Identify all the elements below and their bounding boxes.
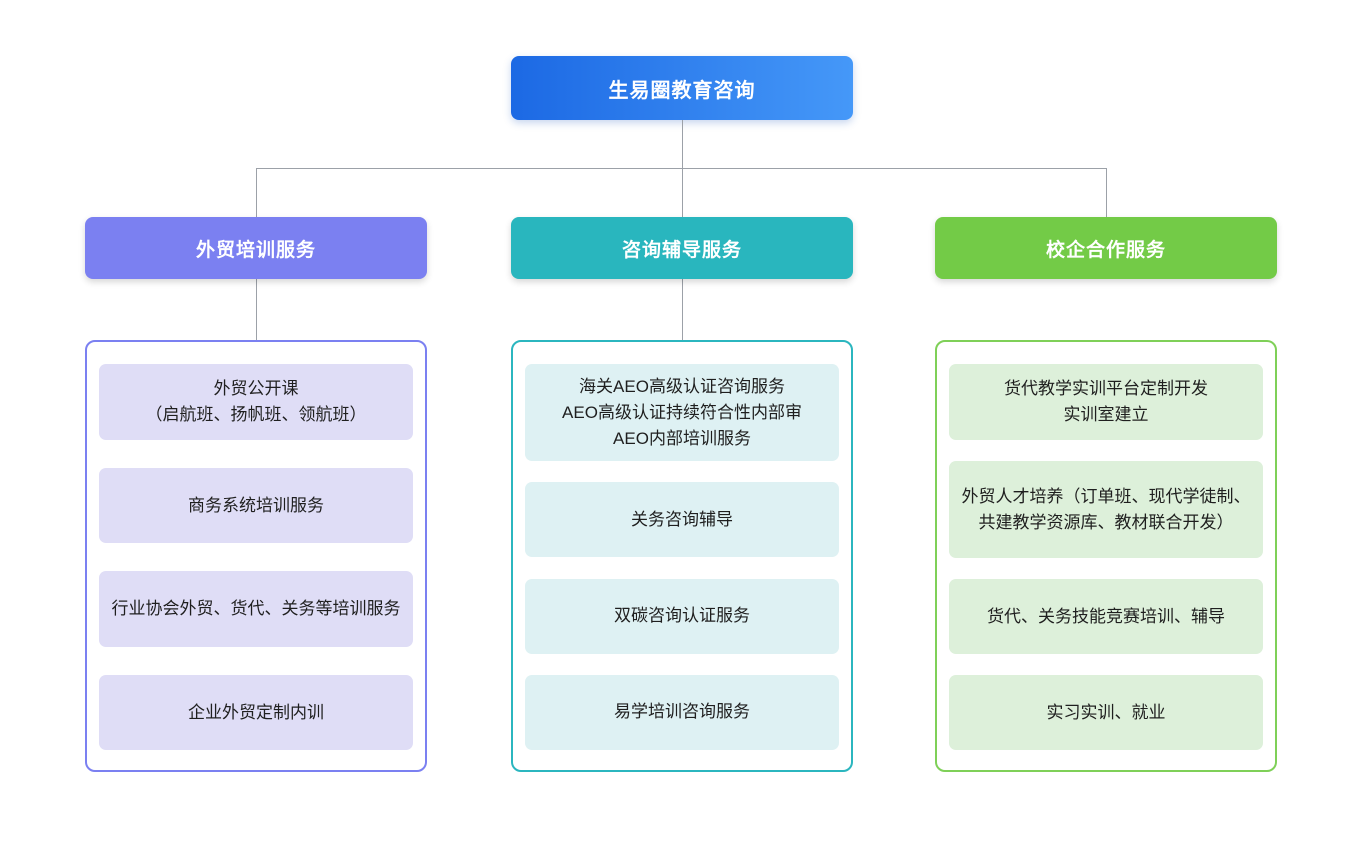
service-item: 货代、关务技能竞赛培训、辅导: [949, 579, 1263, 654]
service-item: 外贸公开课 （启航班、扬帆班、领航班）: [99, 364, 413, 440]
root-node-label: 生易圈教育咨询: [608, 79, 756, 102]
service-item: 企业外贸定制内训: [99, 675, 413, 750]
connector-header-container-1: [256, 279, 257, 340]
connector-header-container-2: [682, 279, 683, 340]
root-node: 生易圈教育咨询: [511, 56, 853, 120]
branch-container-3: 货代教学实训平台定制开发 实训室建立 外贸人才培养（订单班、现代学徒制、共建教学…: [935, 340, 1277, 772]
service-item: 双碳咨询认证服务: [525, 578, 839, 654]
service-item: 实习实训、就业: [949, 675, 1263, 750]
service-item: 商务系统培训服务: [99, 468, 413, 543]
connector-root-down: [682, 120, 683, 168]
connector-drop-branch-1: [256, 168, 257, 217]
connector-drop-branch-3: [1106, 168, 1107, 217]
branch-header-label: 外贸培训服务: [195, 239, 316, 261]
branch-header-2: 咨询辅导服务: [511, 217, 853, 279]
connector-drop-branch-2: [682, 168, 683, 217]
connector-horizontal: [256, 168, 1106, 169]
branch-header-label: 咨询辅导服务: [621, 239, 742, 261]
branch-container-2: 海关AEO高级认证咨询服务 AEO高级认证持续符合性内部审 AEO内部培训服务 …: [511, 340, 853, 772]
branch-header-label: 校企合作服务: [1045, 239, 1166, 261]
branch-header-1: 外贸培训服务: [85, 217, 427, 279]
service-item: 货代教学实训平台定制开发 实训室建立: [949, 364, 1263, 440]
service-item: 外贸人才培养（订单班、现代学徒制、共建教学资源库、教材联合开发）: [949, 461, 1263, 558]
service-item: 海关AEO高级认证咨询服务 AEO高级认证持续符合性内部审 AEO内部培训服务: [525, 364, 839, 461]
service-item: 行业协会外贸、货代、关务等培训服务: [99, 571, 413, 647]
service-item: 关务咨询辅导: [525, 482, 839, 558]
service-item: 易学培训咨询服务: [525, 674, 839, 750]
branch-header-3: 校企合作服务: [935, 217, 1277, 279]
branch-container-1: 外贸公开课 （启航班、扬帆班、领航班） 商务系统培训服务 行业协会外贸、货代、关…: [85, 340, 427, 772]
